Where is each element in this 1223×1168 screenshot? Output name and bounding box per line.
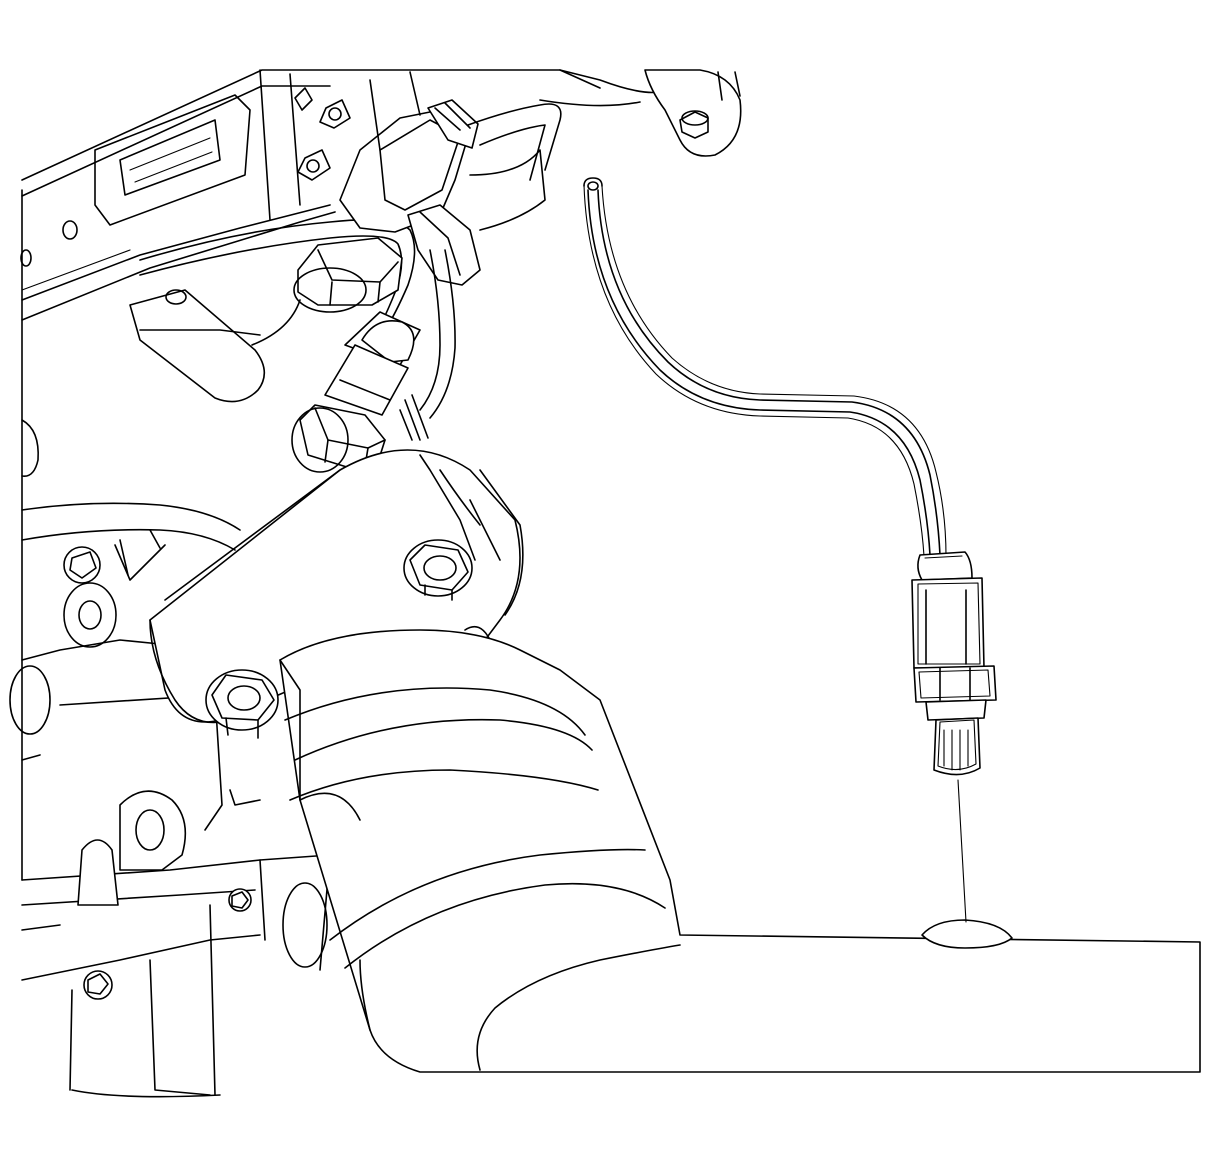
installed-oxygen-sensor xyxy=(291,237,421,473)
exhaust-pipe-catalytic-converter xyxy=(279,629,1201,1073)
bolt-head-icon xyxy=(83,970,113,1000)
bolt-head-icon xyxy=(228,888,252,912)
head-bolt-icon xyxy=(297,149,331,181)
sensor-wiring-harness xyxy=(139,69,742,441)
engine-block xyxy=(9,69,601,1098)
removed-oxygen-sensor xyxy=(583,177,997,923)
sensor-port-icon xyxy=(921,919,1013,949)
flange-nut-icon xyxy=(403,539,473,601)
head-bolt-icon xyxy=(319,99,351,129)
flange-nut-icon xyxy=(205,669,279,739)
bolt-head-icon xyxy=(63,546,101,584)
